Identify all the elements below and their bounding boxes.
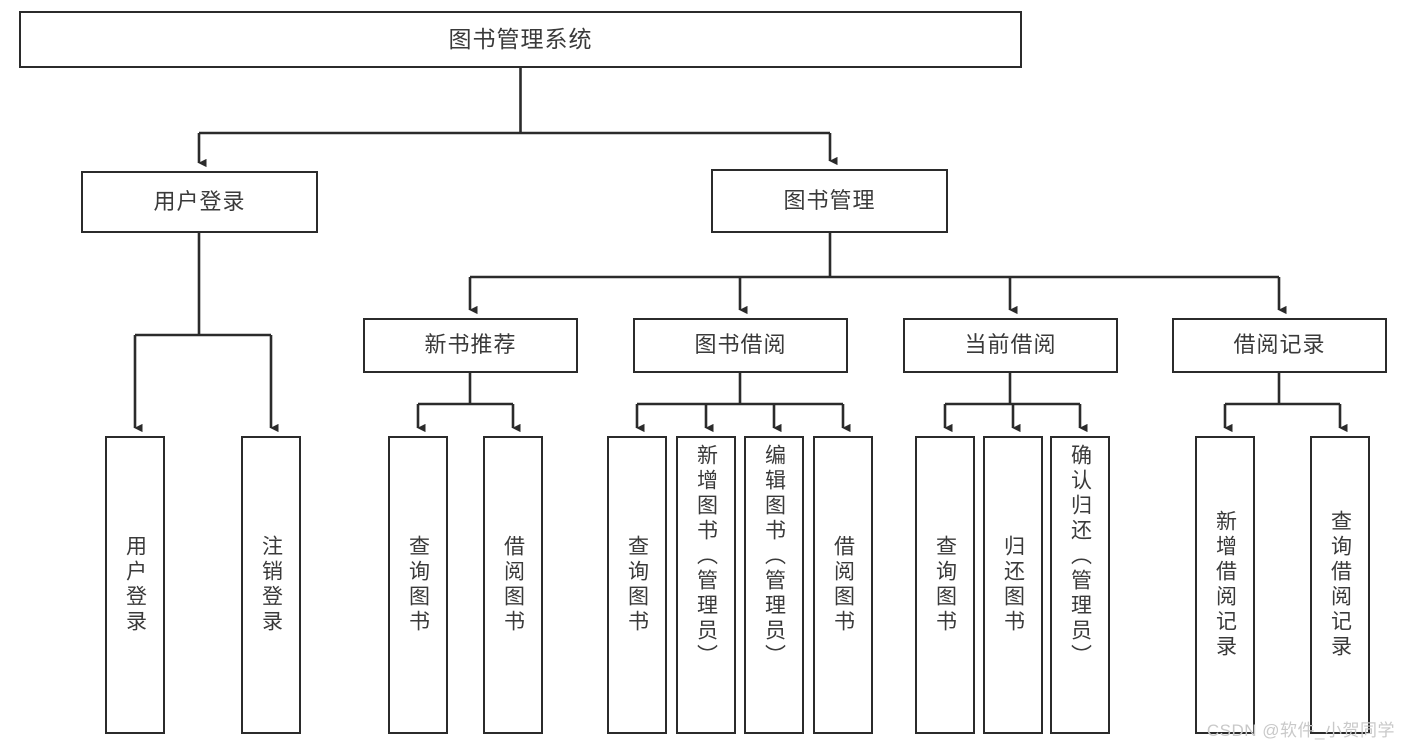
leaf-label: 查询图书 xyxy=(933,535,957,635)
leaf-book-borrow-add-book-admin[interactable]: 新增图书（管理员） xyxy=(676,436,736,734)
leaf-user-login-login[interactable]: 用户登录 xyxy=(105,436,165,734)
watermark: CSDN @软件_小贺同学 xyxy=(1206,721,1395,740)
leaf-label: 确认归还（管理员） xyxy=(1068,444,1092,669)
node-root[interactable]: 图书管理系统 xyxy=(19,11,1022,68)
node-root-label: 图书管理系统 xyxy=(448,25,593,52)
leaf-borrow-record-query-record[interactable]: 查询借阅记录 xyxy=(1310,436,1370,734)
leaf-book-borrow-borrow-book[interactable]: 借阅图书 xyxy=(813,436,873,734)
node-user-login[interactable]: 用户登录 xyxy=(81,171,318,233)
leaf-new-book-query-book[interactable]: 查询图书 xyxy=(388,436,448,734)
node-book-borrow[interactable]: 图书借阅 xyxy=(633,318,848,373)
node-current-borrow-label: 当前借阅 xyxy=(964,332,1057,358)
leaf-new-book-borrow-book[interactable]: 借阅图书 xyxy=(483,436,543,734)
leaf-current-borrow-confirm-return-admin[interactable]: 确认归还（管理员） xyxy=(1050,436,1110,734)
leaf-label: 新增图书（管理员） xyxy=(694,444,718,669)
node-book-management[interactable]: 图书管理 xyxy=(711,169,948,233)
node-user-login-label: 用户登录 xyxy=(153,188,246,214)
leaf-label: 查询借阅记录 xyxy=(1328,510,1352,660)
leaf-user-login-logout[interactable]: 注销登录 xyxy=(241,436,301,734)
leaf-borrow-record-add-record[interactable]: 新增借阅记录 xyxy=(1195,436,1255,734)
node-current-borrow[interactable]: 当前借阅 xyxy=(903,318,1118,373)
node-book-management-label: 图书管理 xyxy=(783,187,876,213)
leaf-current-borrow-query-book[interactable]: 查询图书 xyxy=(915,436,975,734)
leaf-label: 用户登录 xyxy=(123,535,147,635)
leaf-current-borrow-return-book[interactable]: 归还图书 xyxy=(983,436,1043,734)
leaf-label: 编辑图书（管理员） xyxy=(762,444,786,669)
leaf-book-borrow-query-book[interactable]: 查询图书 xyxy=(607,436,667,734)
leaf-label: 归还图书 xyxy=(1001,535,1025,635)
node-new-book-recommend-label: 新书推荐 xyxy=(424,332,517,358)
leaf-label: 借阅图书 xyxy=(831,535,855,635)
node-borrow-record-label: 借阅记录 xyxy=(1233,332,1326,358)
leaf-label: 注销登录 xyxy=(259,535,283,635)
leaf-label: 查询图书 xyxy=(406,535,430,635)
node-book-borrow-label: 图书借阅 xyxy=(694,332,787,358)
leaf-label: 借阅图书 xyxy=(501,535,525,635)
node-new-book-recommend[interactable]: 新书推荐 xyxy=(363,318,578,373)
leaf-label: 新增借阅记录 xyxy=(1213,510,1237,660)
leaf-book-borrow-edit-book-admin[interactable]: 编辑图书（管理员） xyxy=(744,436,804,734)
node-borrow-record[interactable]: 借阅记录 xyxy=(1172,318,1387,373)
leaf-label: 查询图书 xyxy=(625,535,649,635)
